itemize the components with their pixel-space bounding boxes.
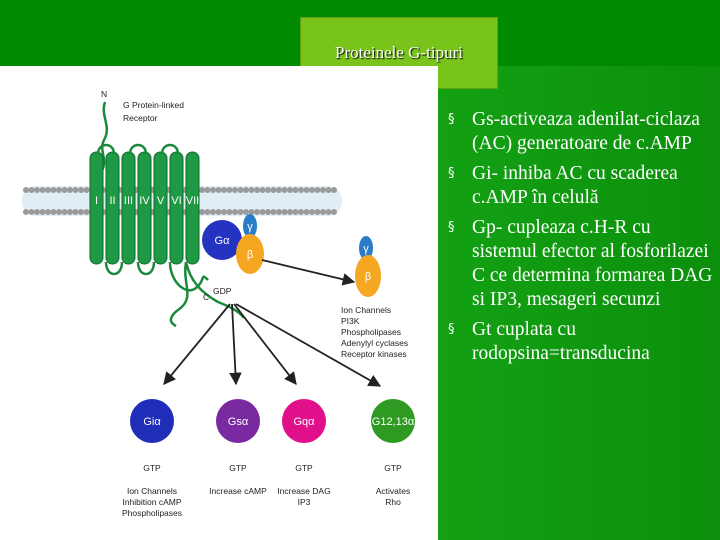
bullet-marker: §: [448, 112, 455, 127]
helix-label: I: [95, 195, 98, 207]
bullet-text: Gt cuplata cu rodopsina=transducina: [472, 319, 650, 364]
g-gamma-label: γ: [247, 221, 253, 233]
bullet-gi: § Gi- inhiba AC cu scaderea c.AMP în celu…: [444, 162, 716, 210]
alpha-subunit-label: Gsα: [228, 416, 249, 428]
bullet-marker: §: [448, 166, 455, 181]
helix-4: IV: [137, 151, 152, 265]
effect-label: Increase DAG: [277, 486, 330, 496]
bullet-gp: § Gp- cupleaza c.H-R cu sistemul efector …: [444, 216, 716, 312]
effect-label: Increase cAMP: [209, 486, 267, 496]
alpha-subunit-circle: [371, 399, 415, 443]
helix-6: VI: [169, 151, 184, 265]
g-alpha-subunit: [202, 220, 242, 260]
helix-label: V: [157, 195, 165, 207]
helix-label: VI: [171, 195, 181, 207]
helix-2: II: [105, 151, 120, 265]
bullet-text: Gi- inhiba AC cu scaderea c.AMP în celul…: [472, 163, 678, 208]
receptor-label-line2: Receptor: [123, 113, 158, 123]
bullet-marker: §: [448, 220, 455, 235]
alpha-subunit-circle: [282, 399, 326, 443]
bullet-text: Gs-activeaza adenilat-ciclaza (AC) gener…: [472, 109, 700, 154]
effect-label: Rho: [385, 497, 401, 507]
bullet-marker: §: [448, 322, 455, 337]
beta-target-label: PI3K: [341, 316, 360, 326]
helix-label: II: [109, 195, 115, 207]
beta-target-label: Phospholipases: [341, 327, 401, 337]
g-beta-label: β: [247, 249, 253, 261]
g-gamma-subunit: [243, 214, 257, 238]
helix-3: III: [121, 151, 136, 265]
receptor-loops: [96, 143, 245, 328]
alpha-subunit-label: G12,13α: [372, 416, 415, 428]
g-alpha-label: Gα: [215, 235, 231, 247]
helix-label: IV: [139, 195, 150, 207]
alpha-subunit-label: Gqα: [293, 416, 315, 428]
bullet-gt: § Gt cuplata cu rodopsina=transducina: [444, 318, 716, 366]
helix-1: I: [89, 151, 104, 265]
effect-label: Ion Channels: [127, 486, 177, 496]
bullet-gs: § Gs-activeaza adenilat-ciclaza (AC) gene…: [444, 108, 716, 156]
c-terminal-label: C: [203, 292, 209, 302]
helix-7: VII: [185, 151, 200, 265]
beta-target-label: Adenylyl cyclases: [341, 338, 408, 348]
gtp-label: GTP: [384, 463, 402, 473]
slide-title: Proteinele G-tipuri: [335, 43, 463, 62]
effect-label: Phospholipases: [122, 508, 182, 518]
effect-label: Inhibition cAMP: [122, 497, 181, 507]
free-beta-label: β: [365, 271, 371, 283]
helix-5: V: [153, 151, 168, 265]
gdp-label: GDP: [213, 286, 232, 296]
free-gamma-label: γ: [363, 243, 369, 255]
effect-label: Activates: [376, 486, 411, 496]
gtp-label: GTP: [295, 463, 313, 473]
beta-target-label: Receptor kinases: [341, 349, 407, 359]
bullet-list: § Gs-activeaza adenilat-ciclaza (AC) gene…: [444, 108, 716, 372]
alpha-subunit-circle: [130, 399, 174, 443]
gtp-label: GTP: [229, 463, 247, 473]
receptor-label-line1: G Protein-linked: [123, 100, 184, 110]
gtp-label: GTP: [143, 463, 161, 473]
g-beta-subunit: [236, 234, 264, 274]
helix-label: III: [124, 195, 133, 207]
free-gamma-subunit: [359, 236, 373, 260]
n-terminal-chain: [98, 101, 109, 175]
arrow-to-beta-gamma: [261, 259, 356, 286]
helix-label: VII: [186, 195, 199, 207]
alpha-activation-arrows: [163, 303, 382, 387]
free-beta-subunit: [355, 255, 381, 297]
beta-target-label: Ion Channels: [341, 305, 391, 315]
bullet-text: Gp- cupleaza c.H-R cu sistemul efector a…: [472, 217, 713, 310]
alpha-subunit-circle: [216, 399, 260, 443]
n-terminal-label: N: [101, 89, 107, 99]
alpha-subunit-label: Giα: [143, 416, 161, 428]
effect-label: IP3: [298, 497, 311, 507]
